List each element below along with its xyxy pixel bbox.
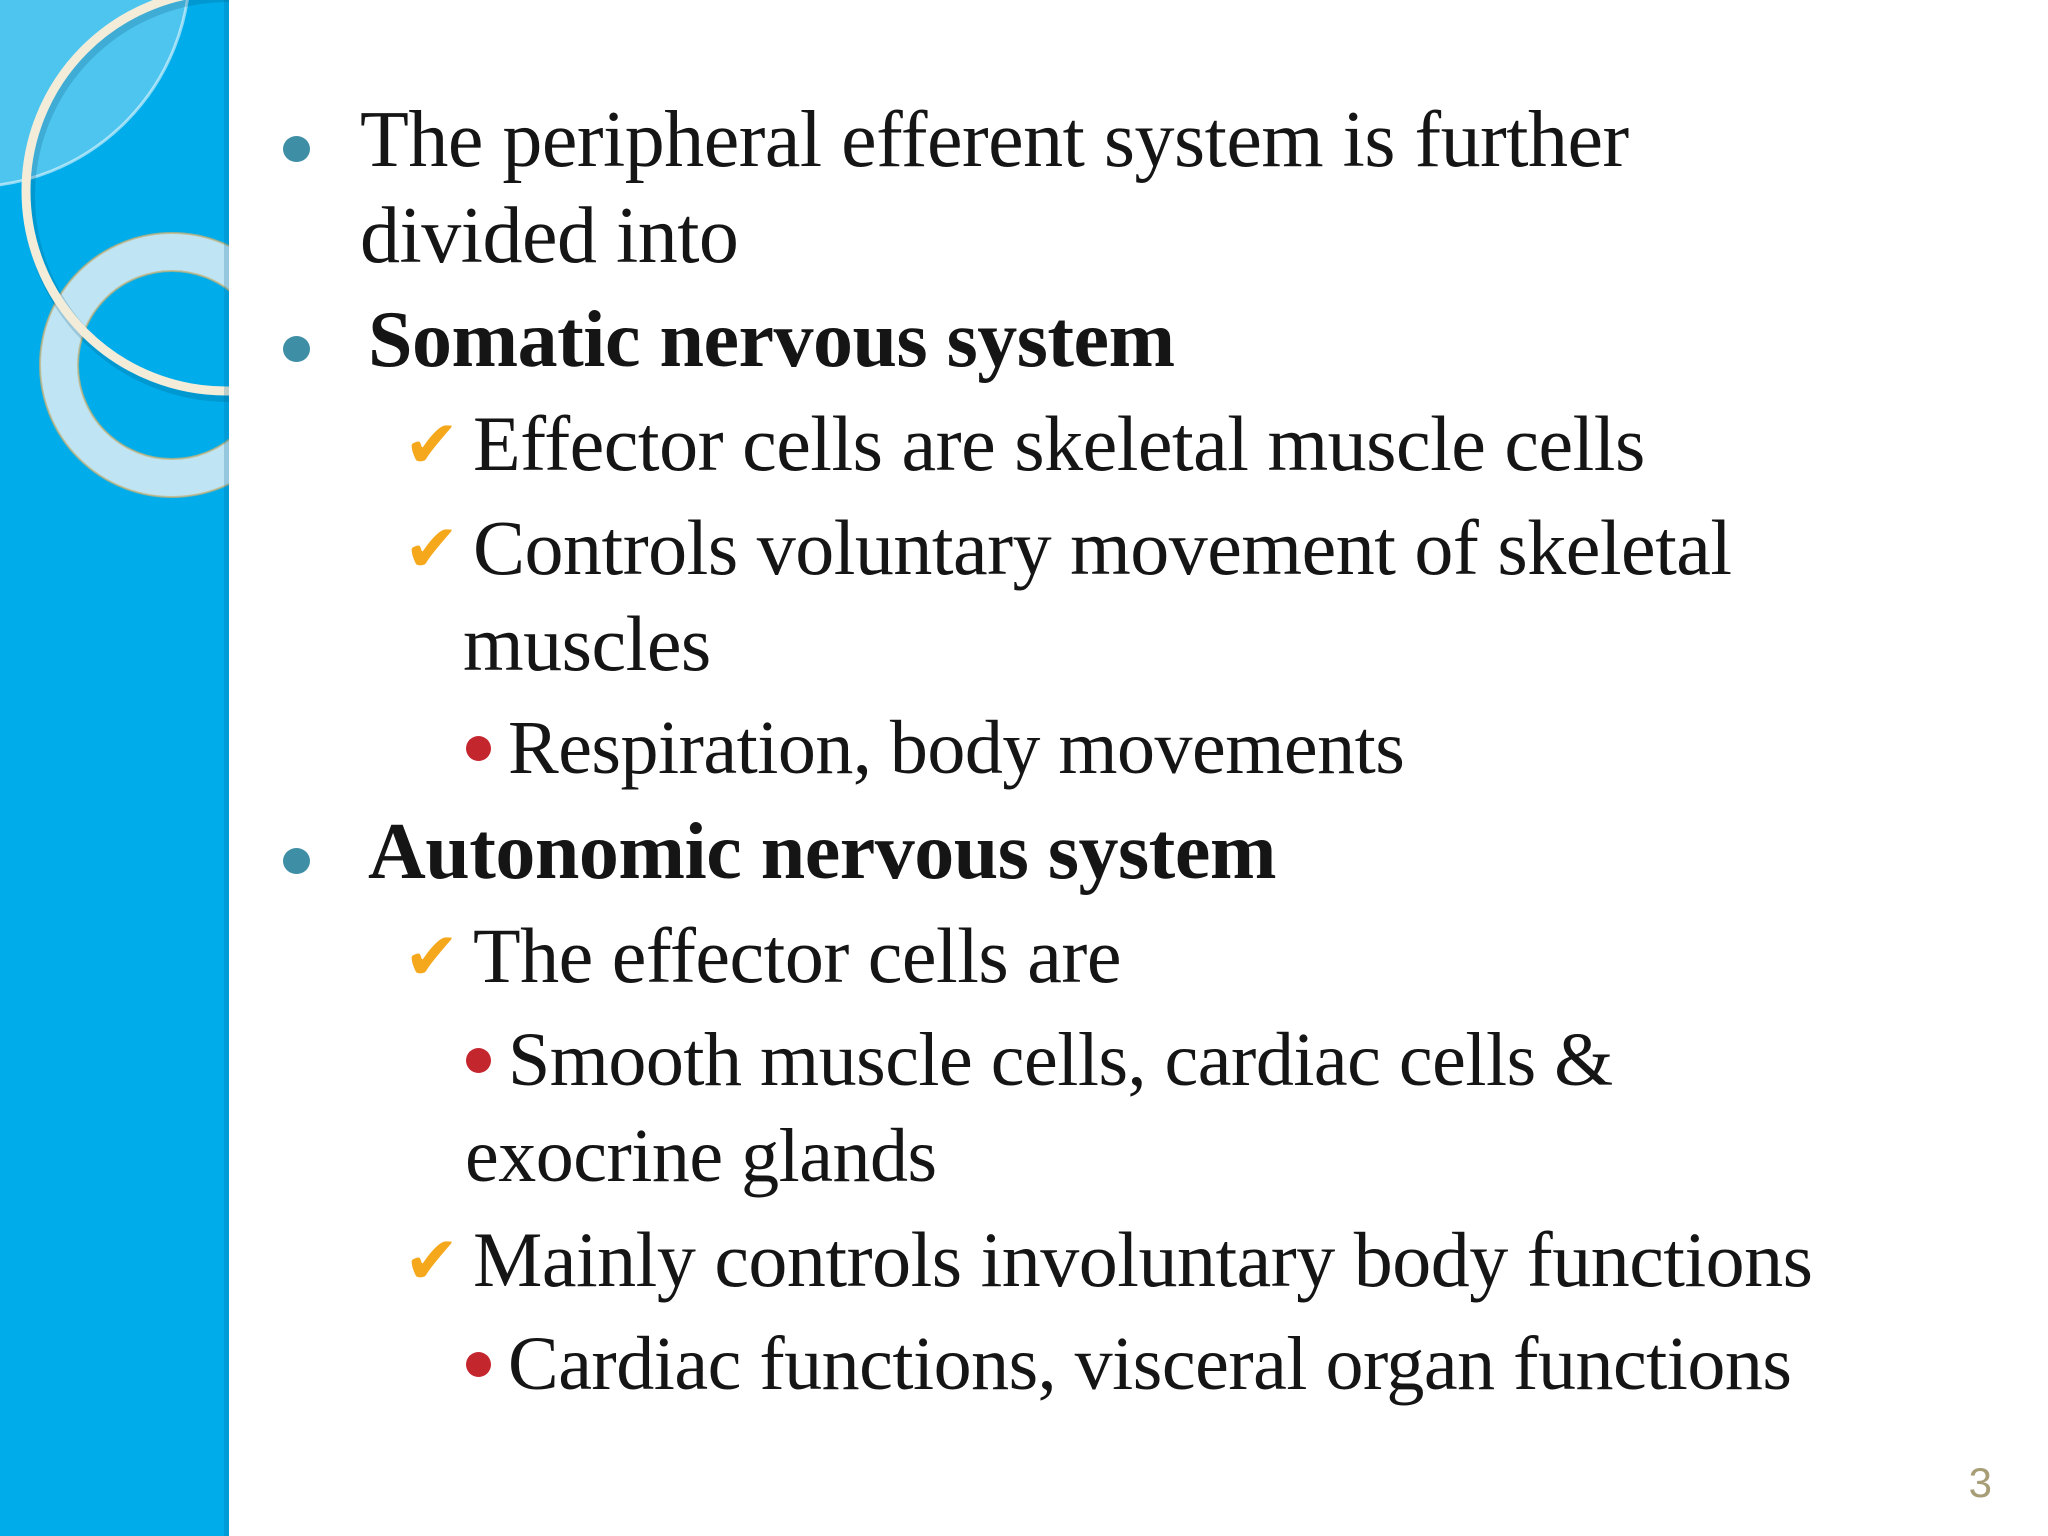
bullet-text-line: divided into: [360, 192, 739, 280]
check-icon: ✔: [404, 406, 459, 483]
frosted-ring-outer-edge: [39, 232, 229, 498]
light-circle-shape: [0, 0, 189, 187]
bullet-text-line: Autonomic nervous system: [368, 808, 1276, 896]
bullet-text-line: Mainly controls involuntary body functio…: [473, 1216, 1813, 1303]
bullet-dot-icon: [283, 336, 310, 362]
check-icon: ✔: [404, 1222, 459, 1299]
sidebar-decoration: [0, 0, 229, 1536]
bullet-item: Respiration, body movements: [0, 700, 2048, 796]
bullet-text-line: The effector cells are: [473, 912, 1121, 999]
bullet-item: ✔ The effector cells are: [0, 908, 2048, 1004]
bullet-text-line: The peripheral efferent system is furthe…: [360, 96, 1629, 184]
bullet-item-heading: Autonomic nervous system: [0, 804, 2048, 900]
check-icon: ✔: [404, 510, 459, 587]
bullet-dot-icon: [283, 136, 310, 162]
bullet-item: Smooth muscle cells, cardiac cells & exo…: [0, 1012, 2048, 1204]
bullet-text-line: Smooth muscle cells, cardiac cells &: [508, 1018, 1613, 1102]
bullet-text-line: Effector cells are skeletal muscle cells: [473, 400, 1645, 487]
bullet-item: ✔ Mainly controls involuntary body funct…: [0, 1212, 2048, 1308]
check-icon: ✔: [404, 918, 459, 995]
bullet-item: The peripheral efferent system is furthe…: [0, 92, 2048, 284]
sub-bullet-dot-icon: [466, 1048, 491, 1073]
bullet-text-line: Cardiac functions, visceral organ functi…: [508, 1322, 1792, 1406]
sub-bullet-dot-icon: [466, 1352, 491, 1377]
bullet-text-line: Controls voluntary movement of skeletal: [473, 504, 1732, 591]
bullet-text-line: muscles: [463, 600, 711, 687]
bullet-item: ✔ Effector cells are skeletal muscle cel…: [0, 396, 2048, 492]
frosted-ring-shape: [40, 233, 229, 497]
slide-body-text: The peripheral efferent system is furthe…: [0, 92, 2048, 1420]
sub-bullet-dot-icon: [466, 736, 491, 761]
bullet-item: Cardiac functions, visceral organ functi…: [0, 1316, 2048, 1412]
bullet-text-line: Respiration, body movements: [508, 706, 1405, 790]
frosted-ring-inner-edge: [77, 270, 229, 460]
slide-page-number: 3: [1968, 1459, 1992, 1506]
bullet-dot-icon: [283, 848, 310, 874]
bullet-item: ✔ Controls voluntary movement of skeleta…: [0, 500, 2048, 692]
bullet-item-heading: Somatic nervous system: [0, 292, 2048, 388]
bullet-text-line: exocrine glands: [465, 1114, 937, 1198]
bullet-text-line: Somatic nervous system: [368, 296, 1175, 384]
